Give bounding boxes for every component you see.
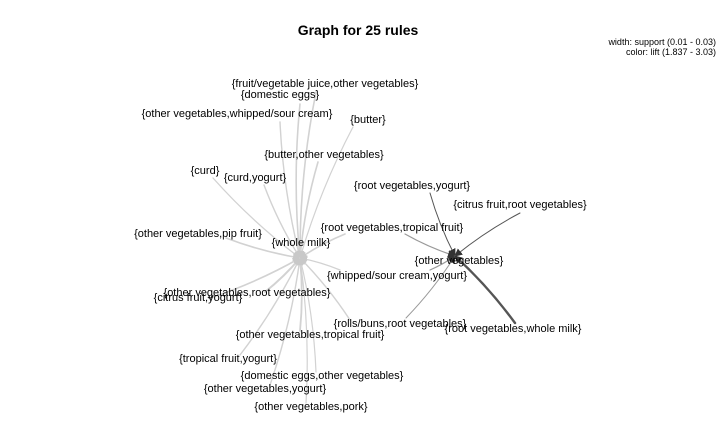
antecedent-label: {other vegetables,tropical fruit}	[236, 329, 385, 341]
rule-edge	[299, 257, 351, 321]
antecedent-label: {domestic eggs,other vegetables}	[241, 370, 404, 382]
rule-edge	[297, 257, 317, 373]
rule-edge	[453, 254, 517, 325]
antecedent-label: {other vegetables,pip fruit}	[134, 228, 262, 240]
rule-edge	[295, 91, 317, 259]
edges	[209, 91, 521, 404]
antecedent-label: {root vegetables,whole milk}	[445, 323, 582, 335]
antecedent-label: {citrus fruit,root vegetables}	[453, 199, 587, 211]
antecedent-label: {curd,yogurt}	[224, 172, 287, 184]
rule-edge	[405, 255, 456, 319]
rule-edge	[454, 212, 521, 257]
node-labels: {fruit/vegetable juice,other vegetables}…	[134, 78, 587, 413]
graph-title: Graph for 25 rules	[298, 22, 419, 38]
rule-edge	[404, 233, 456, 258]
legend-width: width: support (0.01 - 0.03)	[607, 37, 716, 47]
antecedent-label: {root vegetables,yogurt}	[354, 180, 471, 192]
antecedent-label: {other vegetables,whipped/sour cream}	[142, 108, 333, 120]
rule-edge	[279, 121, 303, 259]
legend-color: color: lift (1.837 - 3.03)	[626, 47, 716, 57]
antecedent-label: {butter,other vegetables}	[264, 149, 384, 161]
rule-edge	[239, 257, 301, 356]
antecedent-label: {whipped/sour cream,yogurt}	[327, 270, 467, 282]
rule-edge	[269, 257, 304, 386]
antecedent-label: {root vegetables,tropical fruit}	[321, 222, 464, 234]
antecedent-label: {butter}	[350, 114, 386, 126]
rule-edge	[299, 255, 341, 271]
consequent-label: {whole milk}	[272, 237, 331, 249]
rule-edge	[212, 177, 301, 259]
rule-edge	[295, 103, 304, 259]
rule-edge	[298, 126, 354, 259]
rule-edge	[297, 257, 308, 404]
antecedent-label: {rolls/buns,root vegetables}	[334, 318, 467, 330]
rule-edge	[296, 161, 319, 259]
antecedent-label: {other vegetables,pork}	[254, 401, 367, 413]
antecedent-label: {tropical fruit,yogurt}	[179, 353, 277, 365]
rule-edge	[209, 257, 301, 299]
antecedent-label: {fruit/vegetable juice,other vegetables}	[232, 78, 419, 90]
antecedent-label: {curd}	[191, 165, 220, 177]
consequent-label: {other vegetables}	[415, 255, 504, 267]
antecedent-label: {domestic eggs}	[241, 89, 320, 101]
rule-edge	[225, 237, 301, 261]
rule-edge	[263, 184, 301, 259]
antecedent-label: {other vegetables,yogurt}	[204, 383, 327, 395]
antecedent-label: {citrus fruit,yogurt}	[154, 292, 243, 304]
antecedent-label: {other vegetables,root vegetables}	[164, 287, 331, 299]
